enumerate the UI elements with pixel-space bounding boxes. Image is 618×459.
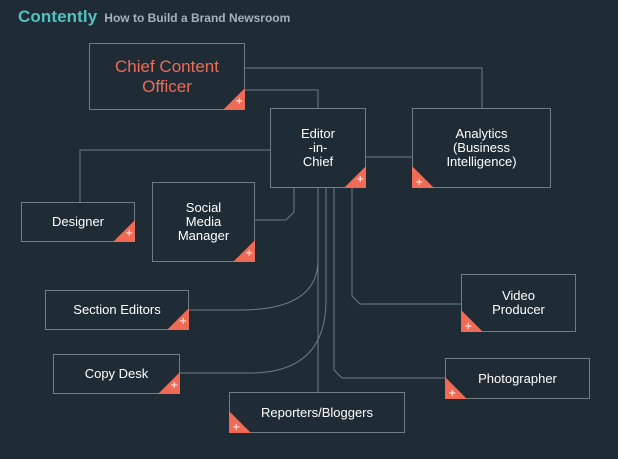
plus-icon[interactable]: +: [464, 321, 473, 332]
node-editor-in-chief[interactable]: Editor -in- Chief +: [270, 108, 366, 188]
corner-tab: +: [233, 240, 255, 262]
node-label: Section Editors: [73, 302, 161, 317]
corner-tab: +: [223, 88, 245, 110]
node-copy-desk[interactable]: Copy Desk +: [53, 354, 180, 394]
corner-tab: +: [113, 220, 135, 242]
plus-icon[interactable]: +: [415, 177, 424, 188]
corner-tab: +: [158, 372, 180, 394]
node-reporters-bloggers[interactable]: Reporters/Bloggers +: [229, 392, 405, 433]
connector-editor-copydesk: [180, 188, 327, 374]
node-analytics[interactable]: Analytics (Business Intelligence) +: [412, 108, 551, 188]
connector-editor-photographer: [333, 188, 445, 379]
corner-tab: +: [344, 166, 366, 188]
plus-icon[interactable]: +: [232, 422, 241, 433]
node-label: Chief Content Officer: [115, 56, 219, 96]
page-title: How to Build a Brand Newsroom: [104, 11, 291, 25]
node-label: Editor -in- Chief: [301, 126, 335, 169]
node-photographer[interactable]: Photographer +: [445, 358, 590, 399]
corner-tab: +: [167, 308, 189, 330]
header: Contently How to Build a Brand Newsroom: [18, 7, 290, 29]
corner-tab: +: [412, 166, 434, 188]
corner-tab: +: [445, 377, 467, 399]
plus-icon[interactable]: +: [356, 174, 365, 185]
node-label: Designer: [51, 214, 105, 229]
plus-icon[interactable]: +: [235, 96, 244, 107]
connector-cco-editor: [245, 89, 319, 108]
corner-tab: +: [461, 310, 483, 332]
corner-tab: +: [229, 411, 251, 433]
node-section-editors[interactable]: Section Editors +: [45, 290, 189, 330]
plus-icon[interactable]: +: [245, 248, 254, 259]
node-social-media-manager[interactable]: Social Media Manager +: [152, 182, 255, 262]
node-chief-content-officer[interactable]: Chief Content Officer +: [89, 43, 245, 110]
contently-logo: Contently: [18, 7, 98, 26]
plus-icon[interactable]: +: [179, 316, 188, 327]
node-label: Photographer: [478, 370, 557, 386]
node-label: Analytics (Business Intelligence): [446, 126, 517, 169]
node-designer[interactable]: Designer +: [21, 202, 135, 242]
plus-icon[interactable]: +: [448, 388, 457, 399]
plus-icon[interactable]: +: [170, 380, 179, 391]
node-label: Reporters/Bloggers: [261, 404, 373, 420]
connector-editor-designer: [79, 149, 270, 202]
connector-editor-video: [351, 188, 461, 305]
node-label: Social Media Manager: [177, 200, 230, 243]
plus-icon[interactable]: +: [125, 228, 134, 239]
connector-cco-analytics: [245, 67, 483, 108]
connector-editor-social: [255, 188, 295, 221]
node-video-producer[interactable]: Video Producer +: [461, 274, 576, 332]
node-label: Copy Desk: [84, 366, 149, 381]
node-label: Video Producer: [492, 288, 545, 317]
